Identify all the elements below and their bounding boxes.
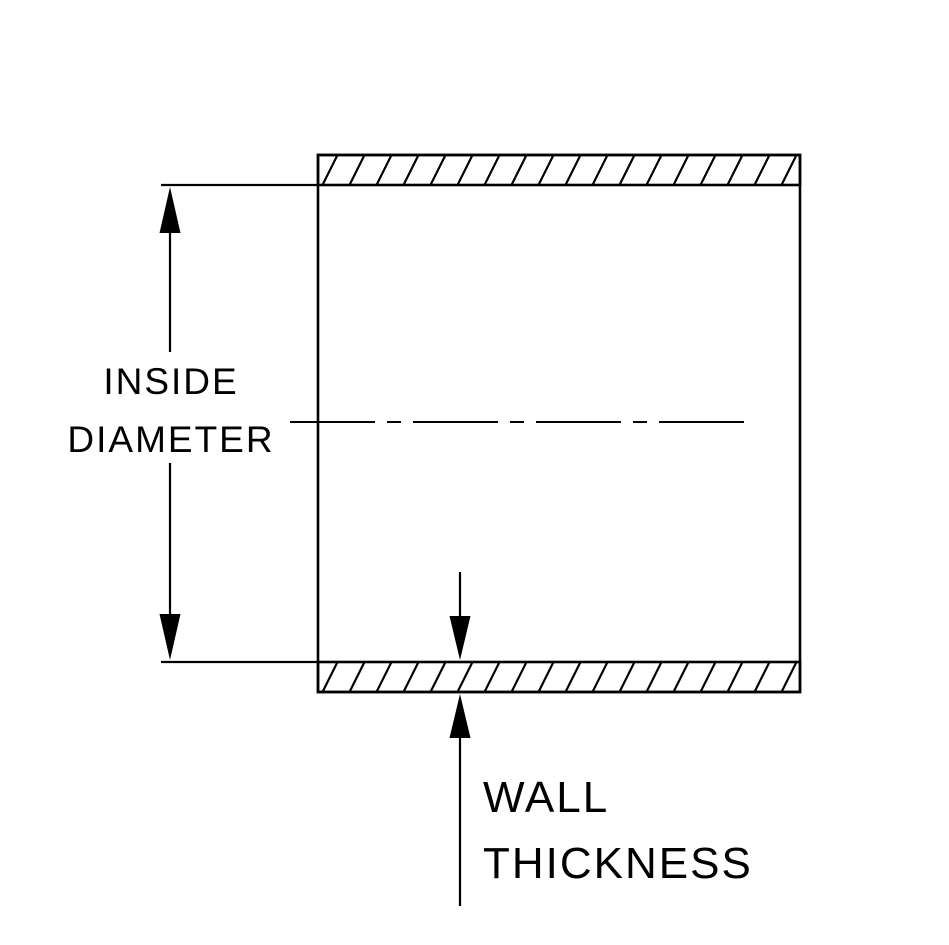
inside-diameter-dimension: INSIDE DIAMETER xyxy=(67,183,317,664)
arrow-up-icon xyxy=(159,187,181,233)
hose-body-outline xyxy=(316,153,802,694)
bottom-wall-outline xyxy=(316,660,802,694)
wall-thickness-label-line1: WALL xyxy=(483,773,609,822)
bottom-wall-hatch-fill xyxy=(318,662,800,692)
inside-diameter-label-line1: INSIDE xyxy=(103,361,238,402)
wall-thickness-arrow-down-icon xyxy=(449,616,471,660)
top-wall-outline xyxy=(316,153,802,187)
inside-diameter-label-line2: DIAMETER xyxy=(67,419,274,460)
wall-thickness-callout: WALL THICKNESS xyxy=(449,572,753,906)
wall-thickness-label-line2: THICKNESS xyxy=(483,839,753,888)
top-wall-hatch-fill xyxy=(318,155,800,185)
wall-thickness-arrow-up-icon xyxy=(449,694,471,738)
arrow-down-icon xyxy=(159,614,181,660)
